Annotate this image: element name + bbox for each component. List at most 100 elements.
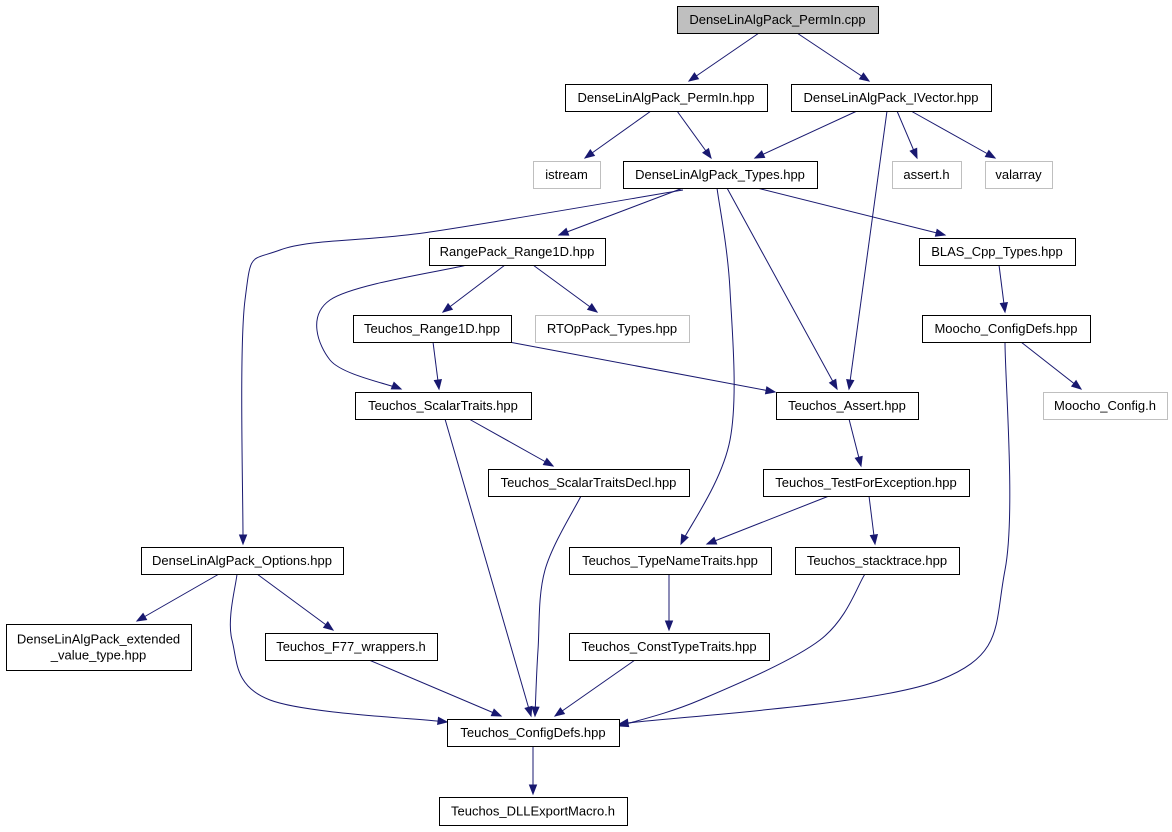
edge-line xyxy=(706,495,830,545)
arrowhead-icon xyxy=(764,386,777,395)
edge-testforexception_hpp-to-stacktrace_hpp xyxy=(868,495,879,546)
edge-line xyxy=(848,110,888,390)
edge-line xyxy=(468,418,554,467)
edge-scalartraitsdecl_hpp-to-teuchos_configdefs_hpp xyxy=(531,495,582,718)
edge-ivector_hpp-to-types_hpp xyxy=(753,110,858,159)
node-moocho-configdefs-hpp[interactable]: Moocho_ConfigDefs.hpp xyxy=(922,315,1091,343)
node-box xyxy=(141,547,344,575)
node-label: DenseLinAlgPack_Options.hpp xyxy=(152,553,332,568)
edge-types_hpp-to-blas_types_hpp xyxy=(756,187,947,237)
arrowhead-icon xyxy=(390,381,403,390)
edge-line xyxy=(558,187,684,236)
arrowhead-icon xyxy=(1070,379,1083,390)
node-options-hpp[interactable]: DenseLinAlgPack_Options.hpp xyxy=(141,547,344,575)
arrowhead-icon xyxy=(238,534,248,546)
node-label: DenseLinAlgPack_PermIn.hpp xyxy=(577,90,754,105)
arrowhead-icon xyxy=(553,707,566,717)
arrowhead-icon xyxy=(524,705,533,718)
node-box xyxy=(6,624,192,671)
arrowhead-icon xyxy=(869,534,879,546)
edge-permin_hpp-to-istream xyxy=(583,110,652,159)
node-extended-value-type-hpp[interactable]: DenseLinAlgPack_extended_value_type.hpp xyxy=(6,624,192,671)
arrowhead-icon xyxy=(664,620,674,632)
node-scalartraitsdecl-hpp[interactable]: Teuchos_ScalarTraitsDecl.hpp xyxy=(488,469,690,497)
node-box xyxy=(677,6,879,34)
edge-teuchos_configdefs_hpp-to-dllexportmacro_h xyxy=(528,746,538,796)
node-f77-wrappers-h[interactable]: Teuchos_F77_wrappers.h xyxy=(265,633,438,661)
edge-line xyxy=(754,110,858,159)
edge-line xyxy=(534,495,582,717)
node-testforexception-hpp[interactable]: Teuchos_TestForException.hpp xyxy=(763,469,970,497)
edge-scalartraits_hpp-to-teuchos_configdefs_hpp xyxy=(444,418,533,718)
node-box xyxy=(795,547,960,575)
node-consttypetraits-hpp[interactable]: Teuchos_ConstTypeTraits.hpp xyxy=(569,633,770,661)
edge-line xyxy=(241,189,684,545)
edge-ivector_hpp-to-assert_h xyxy=(896,110,918,160)
edge-options_hpp-to-teuchos_configdefs_hpp xyxy=(229,573,449,726)
node-teuchos-assert-hpp[interactable]: Teuchos_Assert.hpp xyxy=(776,392,919,420)
node-label: Teuchos_stacktrace.hpp xyxy=(807,553,947,568)
node-scalartraits-hpp[interactable]: Teuchos_ScalarTraits.hpp xyxy=(355,392,532,420)
edge-blas_types_hpp-to-moocho_configdefs_hpp xyxy=(998,264,1008,314)
edge-line xyxy=(688,32,760,82)
arrowhead-icon xyxy=(531,706,540,718)
node-moocho-config-h: Moocho_Config.h xyxy=(1043,392,1168,420)
edge-line xyxy=(316,264,468,390)
edge-moocho_configdefs_hpp-to-moocho_config_h xyxy=(1020,341,1083,390)
node-stacktrace-hpp[interactable]: Teuchos_stacktrace.hpp xyxy=(795,547,960,575)
node-valarray: valarray xyxy=(985,161,1053,189)
node-assert-h: assert.h xyxy=(892,161,962,189)
edge-range1d_hpp-to-scalartraits_hpp xyxy=(316,264,468,390)
node-box xyxy=(1043,392,1168,420)
node-box xyxy=(922,315,1091,343)
edge-line xyxy=(229,573,448,723)
node-teuchos-configdefs-hpp[interactable]: Teuchos_ConfigDefs.hpp xyxy=(447,719,620,747)
node-typenametraits-hpp[interactable]: Teuchos_TypeNameTraits.hpp xyxy=(569,547,772,575)
node-permin-hpp[interactable]: DenseLinAlgPack_PermIn.hpp xyxy=(565,84,768,112)
arrowhead-icon xyxy=(984,149,997,159)
node-root[interactable]: DenseLinAlgPack_PermIn.cpp xyxy=(677,6,879,34)
node-label: Moocho_ConfigDefs.hpp xyxy=(934,321,1077,336)
node-label: Teuchos_ScalarTraits.hpp xyxy=(368,398,518,413)
edge-line xyxy=(910,110,996,159)
arrowhead-icon xyxy=(680,533,689,546)
arrowhead-icon xyxy=(753,150,766,159)
edge-ivector_hpp-to-valarray xyxy=(910,110,997,159)
arrowhead-icon xyxy=(583,149,596,159)
node-box xyxy=(919,238,1076,266)
edge-options_hpp-to-extended_value_type_hpp xyxy=(135,573,220,622)
node-blas-types-hpp[interactable]: BLAS_Cpp_Types.hpp xyxy=(919,238,1076,266)
edge-line xyxy=(680,187,735,545)
arrowhead-icon xyxy=(854,455,863,468)
node-types-hpp[interactable]: DenseLinAlgPack_Types.hpp xyxy=(623,161,818,189)
edge-line xyxy=(676,110,712,159)
edge-line xyxy=(256,573,334,631)
node-label: Teuchos_ConstTypeTraits.hpp xyxy=(581,639,756,654)
node-range1d-hpp[interactable]: RangePack_Range1D.hpp xyxy=(429,238,606,266)
edge-types_hpp-to-typenametraits_hpp xyxy=(680,187,735,546)
node-label: Moocho_Config.h xyxy=(1054,398,1156,413)
arrowhead-icon xyxy=(846,379,855,391)
node-dllexportmacro-h[interactable]: Teuchos_DLLExportMacro.h xyxy=(439,797,628,826)
edge-range1d_hpp-to-teuchos_range1d_hpp xyxy=(441,264,506,313)
edge-stacktrace_hpp-to-teuchos_configdefs_hpp xyxy=(617,573,866,728)
node-box xyxy=(763,469,970,497)
edge-testforexception_hpp-to-typenametraits_hpp xyxy=(705,495,830,545)
arrowhead-icon xyxy=(437,716,449,726)
node-box xyxy=(447,719,620,747)
edge-line xyxy=(442,264,506,313)
node-label: BLAS_Cpp_Types.hpp xyxy=(931,244,1063,259)
node-box xyxy=(776,392,919,420)
node-ivector-hpp[interactable]: DenseLinAlgPack_IVector.hpp xyxy=(791,84,992,112)
node-box xyxy=(535,315,690,343)
arrowhead-icon xyxy=(557,227,570,236)
arrowhead-icon xyxy=(909,147,918,160)
edge-root-to-ivector_hpp xyxy=(796,32,871,82)
node-box xyxy=(488,469,690,497)
edge-ivector_hpp-to-teuchos_assert_hpp xyxy=(846,110,888,391)
edge-line xyxy=(1020,341,1082,390)
arrowhead-icon xyxy=(858,72,871,82)
edge-line xyxy=(532,264,598,313)
node-teuchos-range1d-hpp[interactable]: Teuchos_Range1D.hpp xyxy=(353,315,512,343)
